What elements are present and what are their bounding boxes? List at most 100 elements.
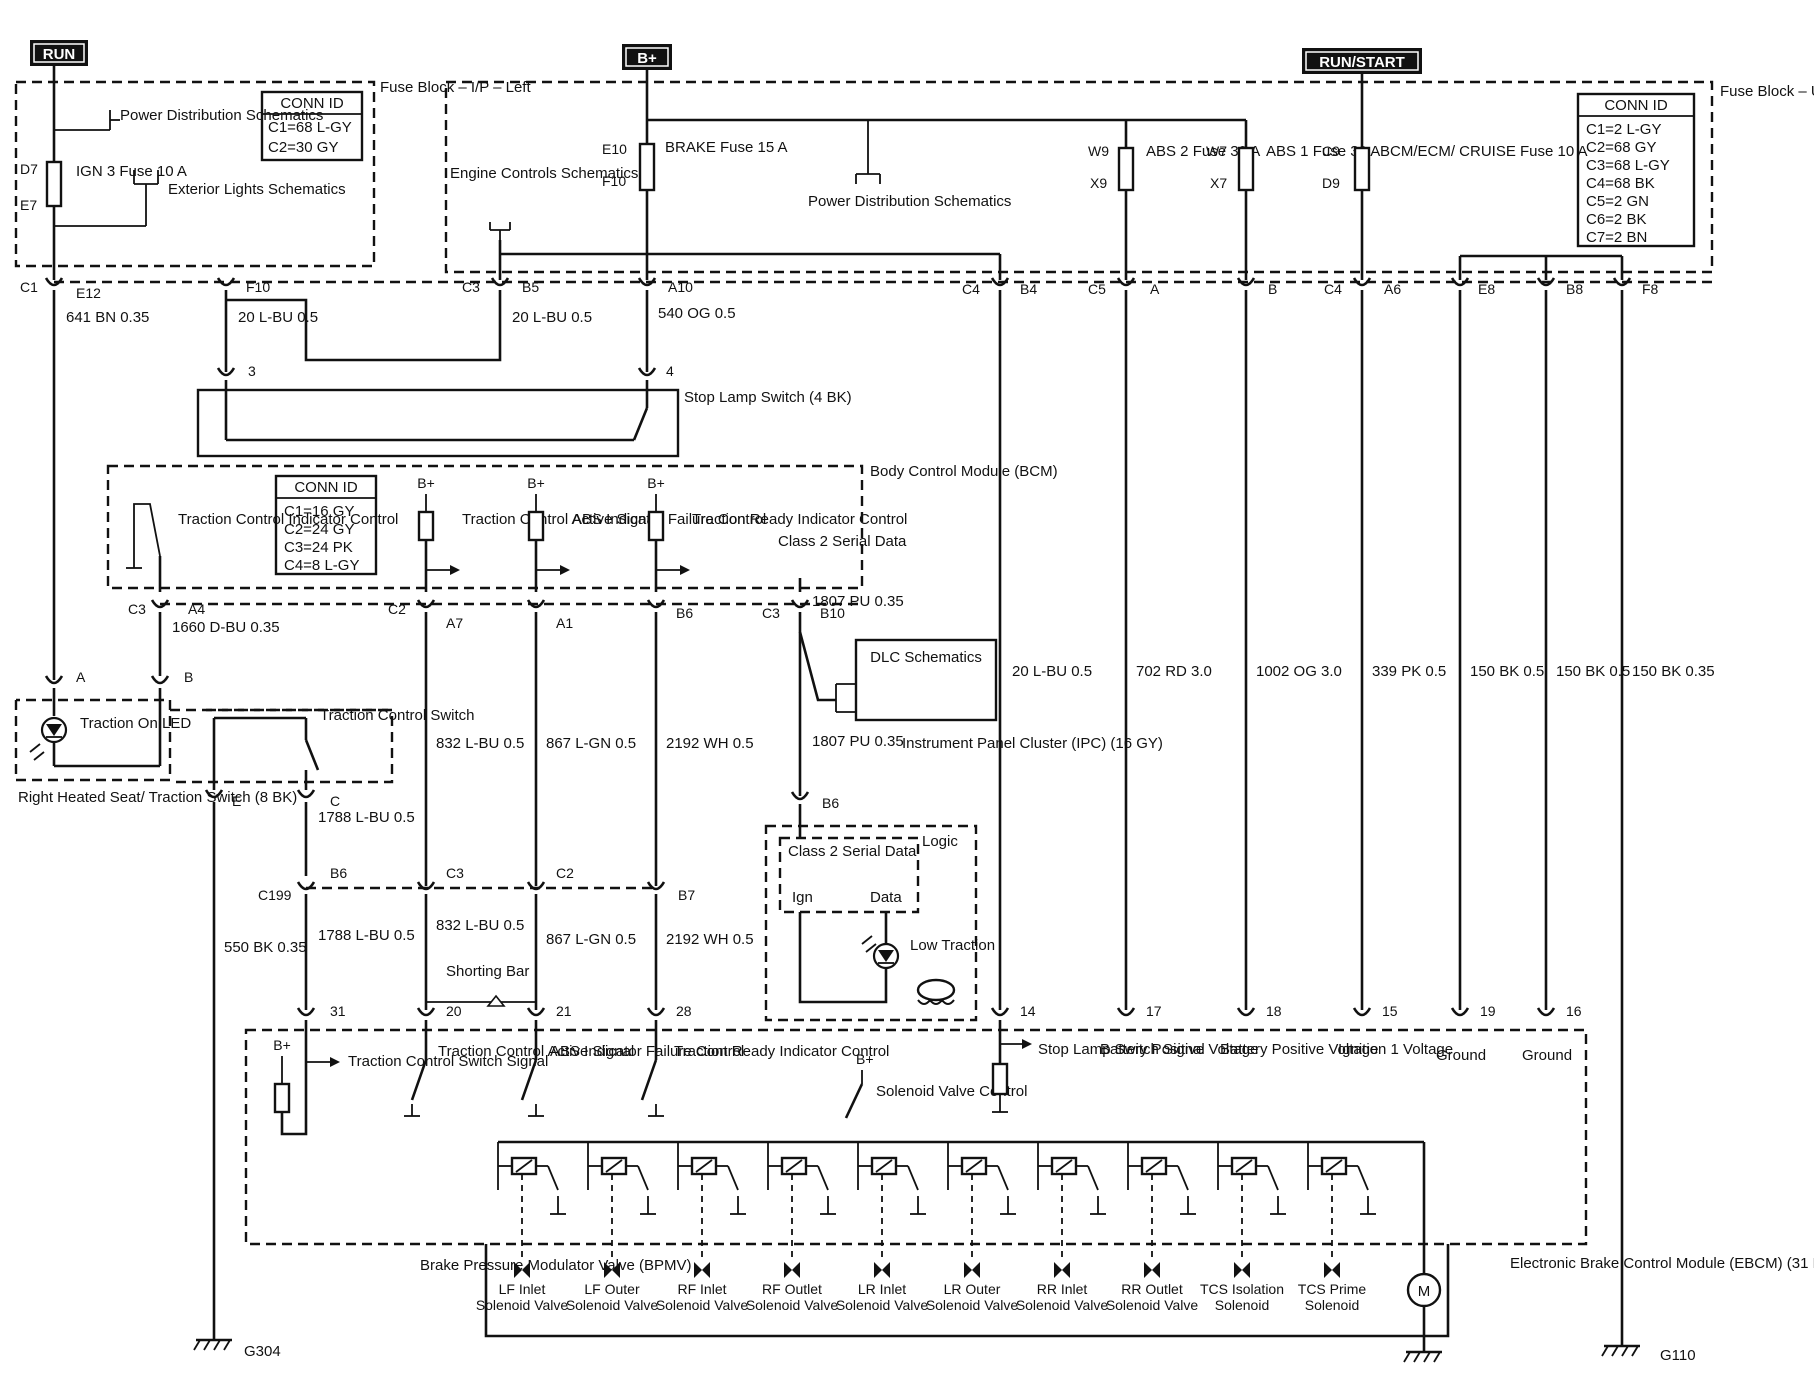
svg-text:G304: G304 — [244, 1343, 281, 1360]
wire-550: 550 BK 0.35 — [224, 939, 307, 956]
svg-text:16: 16 — [1566, 1003, 1582, 1019]
wire-867b: 867 L-GN 0.5 — [546, 931, 636, 948]
svg-text:C3: C3 — [128, 601, 146, 617]
bcm-pullup-1: B+ — [417, 475, 460, 592]
svg-text:X7: X7 — [1210, 175, 1227, 191]
ebcm: Electronic Brake Control Module (EBCM) (… — [244, 1003, 1814, 1272]
svg-text:CONN ID: CONN ID — [294, 479, 358, 496]
svg-text:C2: C2 — [388, 601, 406, 617]
svg-text:31: 31 — [330, 1003, 346, 1019]
bpmv-title: Brake Pressure Modulator Valve (BPMV) — [420, 1257, 692, 1274]
wire-1788a: 1788 L-BU 0.5 — [318, 809, 415, 826]
ip-exterior-lights-ref: Exterior Lights Schematics — [168, 181, 346, 198]
svg-text:C4: C4 — [1324, 281, 1342, 297]
svg-text:M: M — [1418, 1283, 1431, 1300]
ipc: Instrument Panel Cluster (IPC) (16 GY) B… — [764, 735, 1163, 1022]
bcm-absifc-label: ABS Indicator Failure Control — [572, 511, 766, 528]
wire-1807b: 1807 PU 0.35 — [812, 733, 904, 750]
seat-switch-label: Right Heated Seat/ Traction Switch (8 BK… — [18, 789, 297, 806]
wire-150c: 150 BK 0.35 — [1632, 663, 1715, 680]
svg-text:B+: B+ — [273, 1037, 291, 1053]
svg-text:ABS 2 Fuse 30 A: ABS 2 Fuse 30 A — [1146, 143, 1260, 160]
stop-lamp-switch: Stop Lamp Switch (4 BK) — [196, 380, 852, 458]
svg-text:B+: B+ — [637, 50, 657, 67]
svg-text:20: 20 — [446, 1003, 462, 1019]
ebcm-stop-lamp-input: Stop Lamp Switch Signal — [991, 1020, 1205, 1113]
wire-1788b: 1788 L-BU 0.5 — [318, 927, 415, 944]
svg-text:C199: C199 — [258, 887, 292, 903]
wire-832a: 832 L-BU 0.5 — [436, 735, 524, 752]
svg-text:E7: E7 — [20, 197, 37, 213]
svg-text:C1=16 GY: C1=16 GY — [284, 503, 354, 520]
ip-power-dist-ref: Power Distribution Schematics — [120, 107, 323, 124]
bcm-tric-label: Traction Ready Indicator Control — [692, 511, 907, 528]
svg-text:15: 15 — [1382, 1003, 1398, 1019]
svg-text:D9: D9 — [1322, 175, 1340, 191]
wire-1002: 1002 OG 3.0 — [1256, 663, 1342, 680]
abs2-fuse — [1117, 146, 1135, 192]
svg-text:A7: A7 — [446, 615, 463, 631]
ebcm-title: Electronic Brake Control Module (EBCM) (… — [1510, 1255, 1814, 1272]
wire-867a: 867 L-GN 0.5 — [546, 735, 636, 752]
svg-text:3: 3 — [248, 363, 256, 379]
svg-text:RUN/START: RUN/START — [1319, 54, 1405, 71]
svg-text:B7: B7 — [678, 887, 695, 903]
svg-text:C4: C4 — [962, 281, 980, 297]
svg-text:Solenoid Valve Control: Solenoid Valve Control — [876, 1083, 1027, 1100]
svg-text:F10: F10 — [246, 279, 270, 295]
ground-g304: G304 — [192, 1310, 281, 1360]
svg-text:ABS 1 Fuse 30 A: ABS 1 Fuse 30 A — [1266, 143, 1380, 160]
lower-wiring: 550 BK 0.35 1788 L-BU 0.5 832 L-BU 0.5 8… — [224, 894, 754, 1010]
svg-text:X9: X9 — [1090, 175, 1107, 191]
svg-text:B+: B+ — [856, 1051, 874, 1067]
wire-150b: 150 BK 0.5 — [1556, 663, 1630, 680]
svg-text:W9: W9 — [1088, 143, 1109, 159]
dlc-box — [854, 638, 998, 722]
stop-lamp-switch-label: Stop Lamp Switch (4 BK) — [684, 389, 852, 406]
svg-text:ABS Indicator Failure Control: ABS Indicator Failure Control — [550, 1043, 744, 1060]
engine-controls-ref: Engine Controls Schematics — [450, 165, 638, 182]
power-run-start-label: RUN/START — [1302, 48, 1422, 74]
wire-20a: 20 L-BU 0.5 — [238, 309, 318, 326]
ebcm-bpv2-label: Battery Positive Voltage — [1220, 1041, 1378, 1058]
wire-1660: 1660 D-BU 0.35 — [172, 619, 280, 636]
wire-832b: 832 L-BU 0.5 — [436, 917, 524, 934]
uh-conn-id-0: C1=2 L-GY — [1586, 121, 1661, 138]
fuse-block-ip: Fuse Block – I/P – Left CONN ID C1=68 L-… — [14, 66, 531, 280]
wire-702: 702 RD 3.0 — [1136, 663, 1212, 680]
svg-text:B6: B6 — [330, 865, 347, 881]
svg-text:Logic: Logic — [922, 833, 958, 850]
ebcm-svc-switch: B+ Solenoid Valve Control — [844, 1051, 1027, 1119]
svg-text:4: 4 — [666, 363, 674, 379]
svg-text:Ign: Ign — [792, 889, 813, 906]
svg-text:BCM/ECM/ CRUISE Fuse 10 A: BCM/ECM/ CRUISE Fuse 10 A — [1380, 143, 1588, 160]
svg-text:C4=8 L-GY: C4=8 L-GY — [284, 557, 359, 574]
svg-text:C2: C2 — [556, 865, 574, 881]
middle-wiring: 1660 D-BU 0.35 832 L-BU 0.5 867 L-GN 0.5… — [158, 290, 1715, 1336]
wire-540: 540 OG 0.5 — [658, 305, 736, 322]
ipc-label: Instrument Panel Cluster (IPC) (16 GY) — [902, 735, 1163, 752]
svg-text:B: B — [1268, 281, 1277, 297]
svg-text:B10: B10 — [820, 605, 845, 621]
seat-traction-switch: A B Traction On LED Traction Control Swi… — [14, 669, 475, 1310]
svg-text:RUN: RUN — [43, 46, 76, 63]
uh-conn-id-5: C6=2 BK — [1586, 211, 1646, 228]
uh-conn-id-3: C4=68 BK — [1586, 175, 1655, 192]
svg-text:18: 18 — [1266, 1003, 1282, 1019]
svg-text:21: 21 — [556, 1003, 572, 1019]
svg-text:A10: A10 — [668, 279, 693, 295]
svg-text:C3: C3 — [446, 865, 464, 881]
